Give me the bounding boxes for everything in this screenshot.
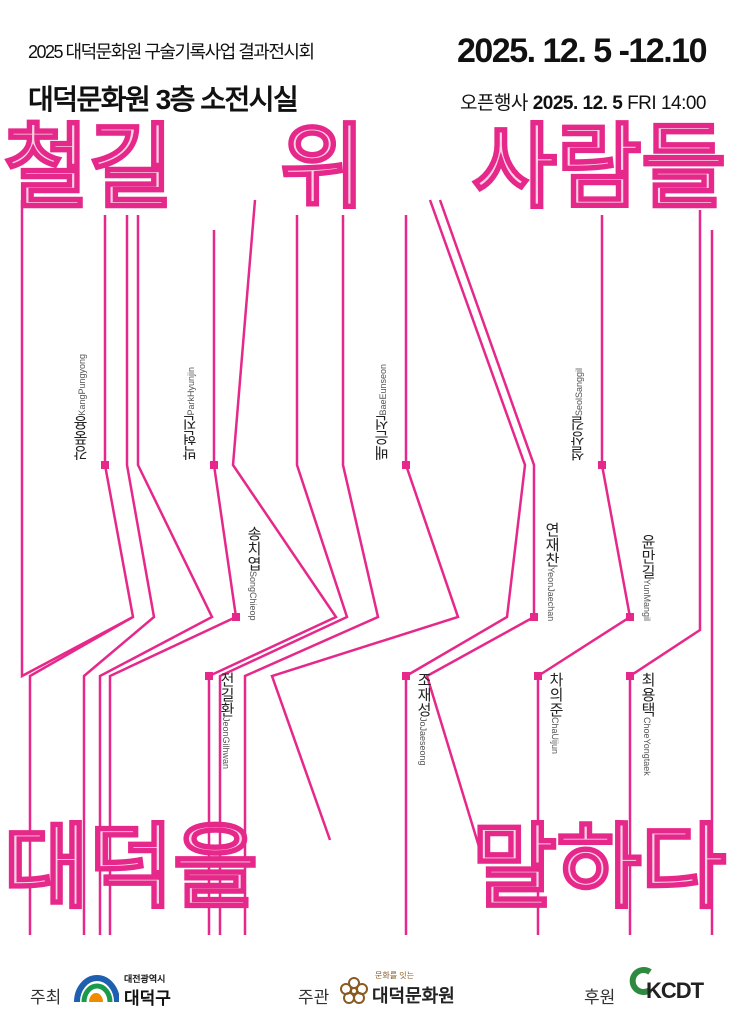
person-name-en: JoJaeseong — [418, 717, 428, 766]
rail-line — [98, 215, 214, 935]
rail-line — [404, 199, 527, 935]
sponsor-name: KCDT — [646, 978, 704, 1003]
station-node — [402, 461, 410, 469]
person-name-ko: 전길환 — [218, 672, 235, 717]
person-name-en: YeonJaechan — [546, 567, 556, 622]
person-label: 윤만길YunMangil — [637, 534, 658, 621]
station-node — [101, 461, 109, 469]
person-label: 차의준ChaUijun — [545, 672, 566, 754]
rail-line — [20, 200, 134, 679]
person-label: 연재찬YeonJaechan — [541, 522, 562, 621]
rail-line — [628, 210, 702, 935]
person-name-en: SongChieop — [248, 571, 258, 621]
opening-label: 오픈행사 — [459, 93, 528, 114]
station-node — [626, 613, 634, 621]
opening-time: FRI 14:00 — [627, 93, 706, 114]
person-name-ko: 연재찬 — [543, 522, 560, 567]
station-node — [205, 672, 213, 680]
person-label: 송치엽SongChieop — [243, 526, 264, 621]
station-node — [210, 461, 218, 469]
kcdt-logo-icon — [629, 967, 652, 995]
title-top: 철길 위 사람들 — [3, 116, 728, 220]
person-name-ko: 윤만길 — [639, 534, 656, 579]
station-node — [402, 672, 410, 680]
person-name-ko: 박현진 — [182, 415, 199, 461]
person-name-ko: 차의준 — [547, 672, 564, 717]
person-name-en: SeolSanggil — [574, 368, 584, 417]
opening-event: 오픈행사 2025. 12. 5 FRI 14:00 — [459, 88, 707, 115]
rail-line — [207, 199, 338, 935]
host-label: 주최 — [30, 988, 62, 1007]
person-label: 전길환JeonGilhwan — [216, 672, 237, 769]
station-node — [534, 672, 542, 680]
person-label: 최용택ChoeYongtaek — [637, 672, 658, 776]
person-name-ko: 강풍용 — [73, 415, 90, 461]
sponsor-label: 후원 — [584, 988, 616, 1007]
rail-line — [270, 215, 460, 841]
person-name-en: BaeEunseon — [378, 364, 388, 416]
person-name-en: ChaUijun — [550, 717, 560, 755]
person-name-en: JeonGilhwan — [221, 717, 231, 770]
exhibition-subtitle: 2025 대덕문화원 구술기록사업 결과전시회 — [28, 42, 315, 62]
rail-line — [82, 215, 156, 935]
rail-line — [218, 215, 349, 935]
person-label: 설상길SeolSanggil — [568, 368, 589, 461]
daedeok-gu-logo-icon — [74, 975, 119, 1002]
person-label: 박현진ParkHyunjin — [180, 367, 201, 461]
rail-line — [28, 215, 135, 935]
person-label: 강풍용KangPungyong — [71, 354, 92, 461]
opening-date: 2025. 12. 5 — [532, 93, 623, 114]
title-bottom: 대덕을 말하다 — [3, 816, 728, 920]
host-name: 대덕구 — [124, 989, 171, 1008]
person-name-ko: 배은선 — [374, 415, 391, 461]
rail-line — [243, 215, 380, 935]
organizer-tagline: 문화를 잇는 — [375, 971, 415, 980]
station-node — [626, 672, 634, 680]
person-name-en: ChoeYongtaek — [642, 717, 652, 776]
person-name-ko: 최용택 — [639, 672, 656, 717]
station-node — [530, 613, 538, 621]
person-name-ko: 송치엽 — [245, 526, 262, 571]
person-label: 조재성JoJaeseong — [413, 672, 434, 766]
station-node — [232, 613, 240, 621]
organizer-name: 대덕문화원 — [372, 986, 455, 1006]
person-name-en: ParkHyunjin — [186, 367, 196, 416]
person-name-ko: 설상길 — [570, 416, 587, 462]
person-name-en: YunMangil — [642, 579, 652, 622]
flower-logo-icon — [340, 977, 368, 1004]
exhibition-dates: 2025. 12. 5 -12.10 — [456, 32, 708, 70]
host-name-small: 대전광역시 — [124, 974, 166, 984]
person-label: 배은선BaeEunseon — [372, 364, 393, 461]
venue: 대덕문화원 3층 소전시실 — [28, 84, 299, 115]
person-name-ko: 조재성 — [415, 672, 432, 717]
person-name-en: KangPungyong — [77, 354, 87, 416]
station-node — [598, 461, 606, 469]
organizer-label: 주관 — [298, 988, 330, 1007]
